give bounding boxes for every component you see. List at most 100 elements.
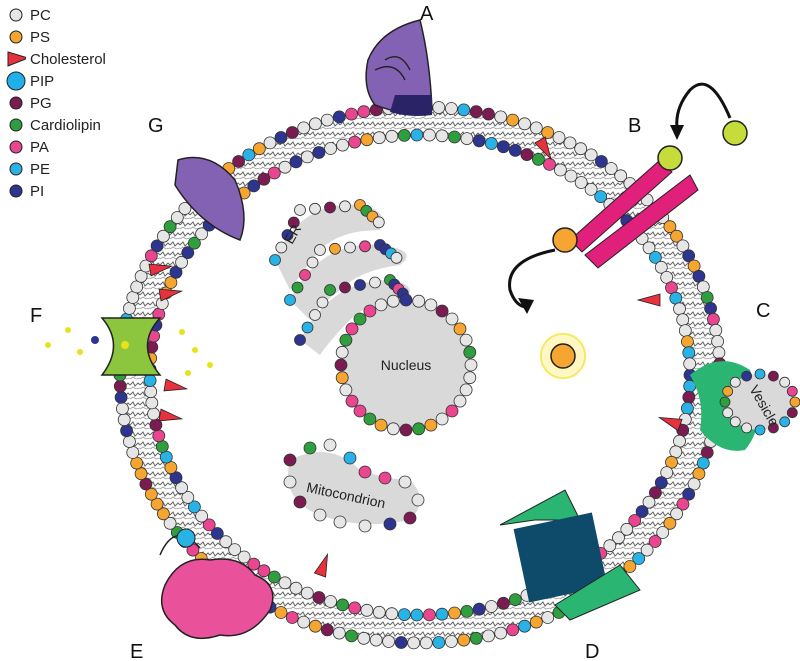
legend-item: PA [6, 136, 176, 158]
lipid-head [150, 239, 164, 253]
lipid-head [309, 309, 321, 321]
lipid-head [574, 142, 588, 156]
lipid-head [676, 239, 690, 253]
lipid-head [386, 422, 400, 436]
label-g: G [148, 115, 164, 137]
legend-swatch-icon [6, 5, 26, 25]
lipid-head [444, 635, 458, 648]
lipid-head [122, 435, 136, 449]
lipid-head [768, 422, 779, 434]
er-membrane-heads [269, 199, 409, 346]
lipid-head [274, 131, 288, 144]
lipid-head [285, 611, 299, 624]
lipid-head [283, 475, 297, 489]
lipid-head [306, 256, 319, 269]
label-a: A [420, 3, 434, 25]
lipid-head [435, 412, 449, 426]
lipid-head [353, 404, 367, 418]
lipid-head [786, 385, 798, 397]
lipid-head [564, 169, 578, 183]
lipid-head [374, 298, 388, 312]
lipid-head [403, 511, 417, 525]
lipid-head [649, 486, 662, 500]
lipid-head [263, 136, 277, 150]
lipid-head [595, 155, 608, 168]
cholesterol-icon [158, 408, 184, 422]
lipid-head [363, 304, 377, 318]
lipid-head [459, 383, 473, 397]
lipid-head [130, 280, 144, 294]
lipid-head [278, 160, 292, 174]
lipid-head [729, 416, 741, 428]
lipid-head [329, 242, 341, 255]
lipid-head [358, 519, 372, 533]
lipid-head [394, 636, 408, 649]
lipid-head [372, 131, 386, 145]
lipid-head [139, 477, 153, 491]
lipid-head [237, 550, 251, 564]
lipid-head [603, 539, 617, 553]
lipid-head [632, 552, 646, 565]
lipid-head [378, 471, 392, 485]
lipid-head [332, 110, 346, 124]
lipid-head [482, 107, 495, 121]
lipid-head [654, 260, 668, 274]
lipid-head [281, 229, 294, 241]
lipid-head [163, 516, 177, 530]
pump-d [499, 489, 641, 621]
lipid-head [482, 629, 495, 643]
lipid-head [275, 241, 288, 254]
lipid-head [369, 633, 383, 647]
lipid-head [324, 201, 336, 214]
lipid-head [308, 619, 322, 633]
legend-label: Cardiolipin [30, 116, 101, 134]
nucleus-membrane-heads [334, 293, 478, 437]
lipid-head [660, 466, 674, 480]
lipid-head [269, 254, 281, 266]
lipid-head [353, 312, 367, 326]
lipid-head [169, 265, 183, 279]
lipid-head [435, 607, 449, 621]
lipid-head [722, 407, 734, 419]
lipid-head [704, 301, 717, 315]
lipid-head [358, 465, 372, 479]
flippase-e [159, 528, 274, 640]
lipid-head [399, 423, 413, 437]
legend-swatch-icon [6, 137, 26, 157]
lipid-head [291, 281, 304, 294]
lipid-head [252, 142, 266, 156]
lipid-head [144, 385, 158, 399]
lipid-head [711, 334, 724, 348]
lipid-head [676, 497, 690, 511]
lipid-head [620, 522, 634, 536]
lipid-head [163, 220, 177, 234]
lipid-head [313, 508, 327, 522]
lipid-head [181, 246, 195, 260]
lipid-head [369, 276, 381, 289]
protein-a [365, 19, 433, 116]
lipid-head [324, 284, 336, 296]
lipid-head [448, 606, 461, 620]
lipid-head [289, 155, 303, 169]
lipid-head [116, 402, 129, 416]
lipid-head [532, 152, 545, 166]
cholesterol-icon [636, 293, 661, 307]
cholesterol-molecules [148, 136, 683, 578]
lipid-head [360, 133, 374, 147]
lipid-head [359, 240, 371, 253]
lipid-head [297, 121, 311, 135]
lipid-head [682, 249, 696, 263]
lipid-head [508, 143, 522, 157]
lipid-head [669, 291, 683, 305]
lipid-head [432, 636, 446, 649]
lipid-head [463, 345, 477, 359]
lipid-head [614, 169, 628, 183]
lipid-head [278, 576, 292, 590]
legend-item: PG [6, 92, 176, 114]
lipid-head [469, 631, 483, 645]
legend-label: PE [30, 160, 51, 178]
lipid-head [496, 596, 510, 610]
lipid-head [584, 182, 598, 196]
lipid-head [779, 376, 791, 388]
lipid-head [336, 138, 350, 152]
